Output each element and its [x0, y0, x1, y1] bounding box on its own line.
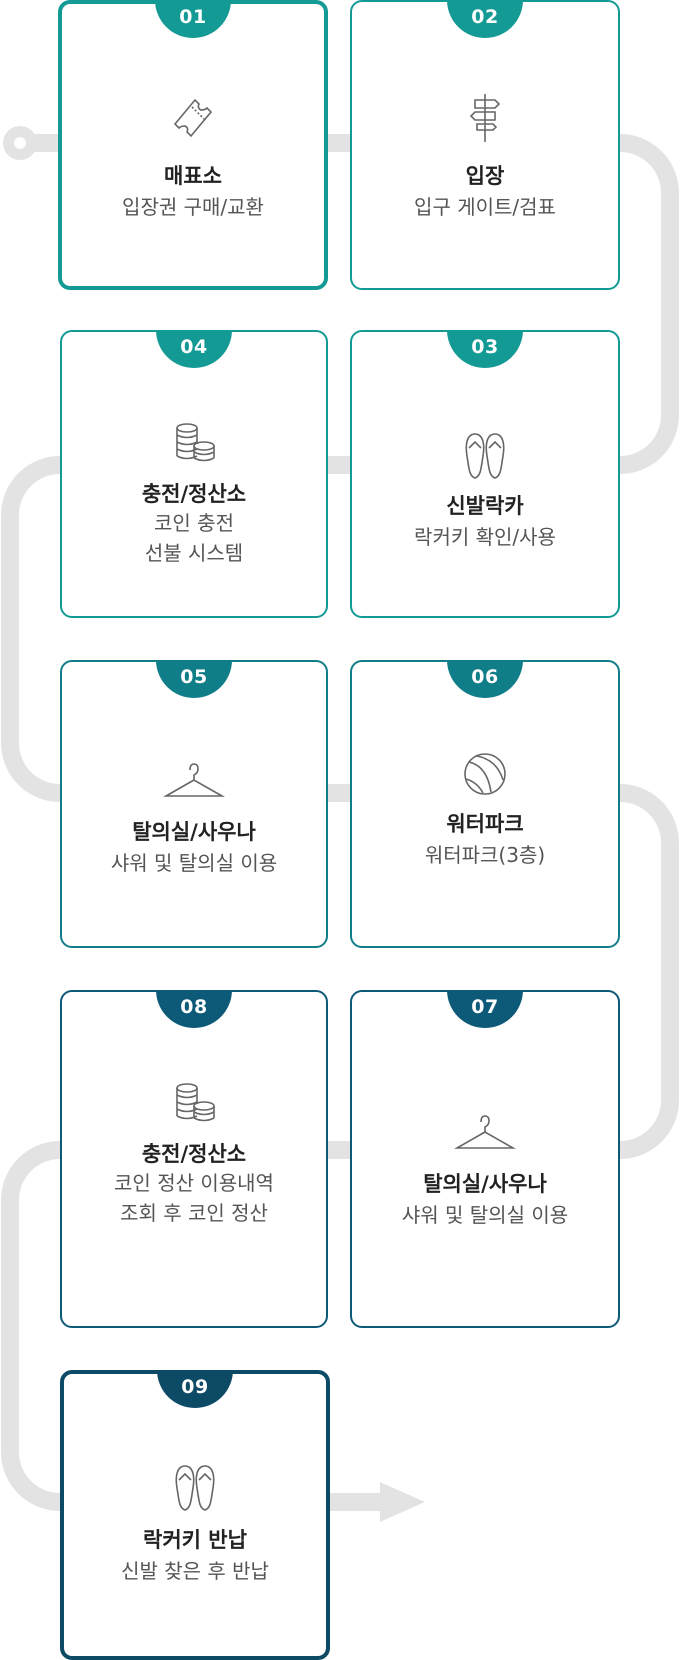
step-title: 워터파크	[446, 812, 524, 836]
step-title: 탈의실/사우나	[132, 820, 256, 844]
hanger-icon	[162, 763, 226, 797]
step-number-badge: 06	[447, 660, 523, 698]
step-number-badge: 05	[156, 660, 232, 698]
step-card-08: 08 충전/정산소 코인 정산 이용내역 조회 후 코인 정산	[60, 990, 328, 1328]
step-description-line: 신발 찾은 후 반납	[121, 1559, 269, 1583]
step-title: 락커키 반납	[143, 1528, 247, 1552]
step-number-badge: 07	[447, 990, 523, 1028]
step-card-03: 03 신발락카 락커키 확인/사용	[350, 330, 620, 618]
step-title: 매표소	[164, 164, 222, 188]
step-description-line: 코인 충전	[154, 511, 234, 535]
signpost-icon	[469, 94, 501, 142]
step-card-07: 07 탈의실/사우나 샤워 및 탈의실 이용	[350, 990, 620, 1328]
flip-flops-icon	[465, 433, 505, 479]
step-card-09: 09 락커키 반납 신발 찾은 후 반납	[60, 1370, 330, 1660]
step-description-line: 락커키 확인/사용	[414, 525, 556, 549]
step-title: 입장	[465, 164, 505, 188]
step-title: 신발락카	[446, 494, 524, 518]
step-title: 충전/정산소	[141, 482, 247, 506]
coins-icon	[176, 1083, 215, 1122]
ticket-icon	[173, 98, 213, 138]
step-card-02: 02 입장 입구 게이트/검표	[350, 0, 620, 290]
coins-icon	[176, 423, 215, 462]
step-number-badge: 03	[447, 330, 523, 368]
step-card-01: 01 매표소 입장권 구매/교환	[58, 0, 328, 290]
step-number-badge: 08	[156, 990, 232, 1028]
step-description-line: 코인 정산 이용내역	[114, 1171, 274, 1195]
step-number-badge: 01	[155, 0, 231, 38]
step-description-line: 워터파크(3층)	[424, 843, 546, 867]
step-description-line: 샤워 및 탈의실 이용	[401, 1203, 569, 1227]
step-description-line: 입장권 구매/교환	[122, 195, 264, 219]
step-title: 탈의실/사우나	[423, 1172, 547, 1196]
step-number-badge: 04	[156, 330, 232, 368]
step-title: 충전/정산소	[141, 1142, 247, 1166]
step-card-05: 05 탈의실/사우나 샤워 및 탈의실 이용	[60, 660, 328, 948]
beach-ball-icon	[464, 753, 506, 795]
step-description-line: 조회 후 코인 정산	[120, 1201, 268, 1225]
step-number-badge: 09	[157, 1370, 233, 1408]
step-card-04: 04 충전/정산소 코인 충전 선불 시스템	[60, 330, 328, 618]
step-number-badge: 02	[447, 0, 523, 38]
step-card-06: 06 워터파크 워터파크(3층)	[350, 660, 620, 948]
step-description-line: 샤워 및 탈의실 이용	[110, 851, 278, 875]
step-description-line: 선불 시스템	[144, 541, 244, 565]
step-description-line: 입구 게이트/검표	[414, 195, 556, 219]
flip-flops-icon	[175, 1465, 215, 1511]
hanger-icon	[453, 1115, 517, 1149]
